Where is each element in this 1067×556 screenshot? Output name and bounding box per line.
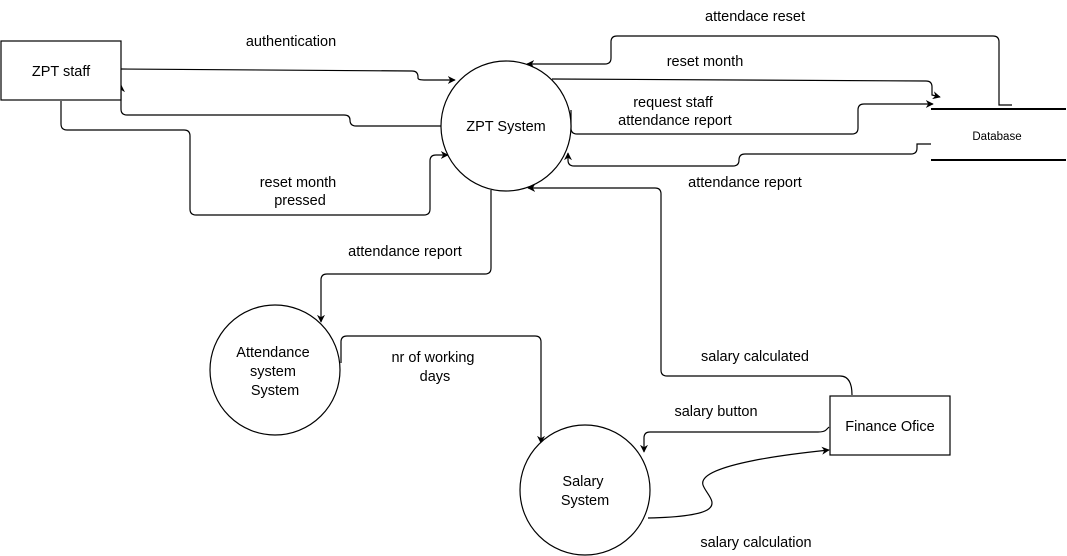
zpt-system-process[interactable] bbox=[440, 60, 572, 192]
finance-office-label: Finance Ofice bbox=[845, 419, 934, 435]
attendance-system-label: Attendance system System bbox=[236, 345, 313, 399]
reset-month-pressed-label: reset month pressed bbox=[260, 175, 341, 209]
database-label: Database bbox=[972, 131, 1021, 143]
nr-of-working-days-flow bbox=[340, 335, 545, 444]
working-days-line: days bbox=[420, 369, 451, 385]
salary-system-line: Salary bbox=[562, 474, 604, 490]
attendance-system-line: System bbox=[251, 383, 299, 399]
finance-office-box[interactable] bbox=[829, 395, 951, 456]
authentication-label: authentication bbox=[246, 34, 336, 50]
authentication-flow bbox=[120, 68, 456, 84]
request-report-line: request staff bbox=[633, 95, 714, 111]
salary-calculated-label: salary calculated bbox=[701, 349, 809, 365]
attendace-reset-label: attendace reset bbox=[705, 9, 805, 25]
attendance-report-db-label: attendance report bbox=[688, 175, 802, 191]
zpt-system-label: ZPT System bbox=[466, 119, 546, 135]
attendace-reset-flow bbox=[526, 35, 1012, 106]
reset-month-pressed-line: pressed bbox=[274, 193, 326, 209]
attendance-report-db-flow bbox=[564, 143, 931, 167]
reset-month-flow bbox=[551, 78, 941, 100]
salary-button-flow bbox=[640, 426, 830, 453]
reset-month-label: reset month bbox=[667, 54, 744, 70]
salary-system-label: Salary System bbox=[561, 474, 609, 509]
working-days-line: nr of working bbox=[391, 350, 474, 366]
reset-month-pressed-line: reset month bbox=[260, 175, 337, 191]
attendance-system-line: system bbox=[250, 364, 296, 380]
request-report-label: request staff attendance report bbox=[618, 95, 732, 129]
salary-calculation-label: salary calculation bbox=[700, 535, 811, 551]
working-days-label: nr of working days bbox=[391, 350, 478, 385]
zpt-system-to-staff-flow bbox=[117, 84, 441, 127]
request-report-flow bbox=[570, 100, 934, 135]
zpt-staff-label: ZPT staff bbox=[32, 64, 91, 80]
reset-month-pressed-flow bbox=[60, 101, 449, 216]
salary-system-process[interactable] bbox=[519, 424, 651, 556]
attendance-system-line: Attendance bbox=[236, 345, 309, 361]
attendance-report-down-flow bbox=[317, 190, 492, 323]
salary-button-label: salary button bbox=[674, 404, 757, 420]
salary-calculation-flow bbox=[647, 446, 830, 519]
request-report-line: attendance report bbox=[618, 113, 732, 129]
zpt-staff-box[interactable] bbox=[0, 40, 122, 101]
attendance-system-process[interactable] bbox=[209, 304, 341, 436]
salary-calculated-flow bbox=[527, 184, 853, 396]
attendance-report-down-label: attendance report bbox=[348, 244, 462, 260]
salary-system-line: System bbox=[561, 493, 609, 509]
